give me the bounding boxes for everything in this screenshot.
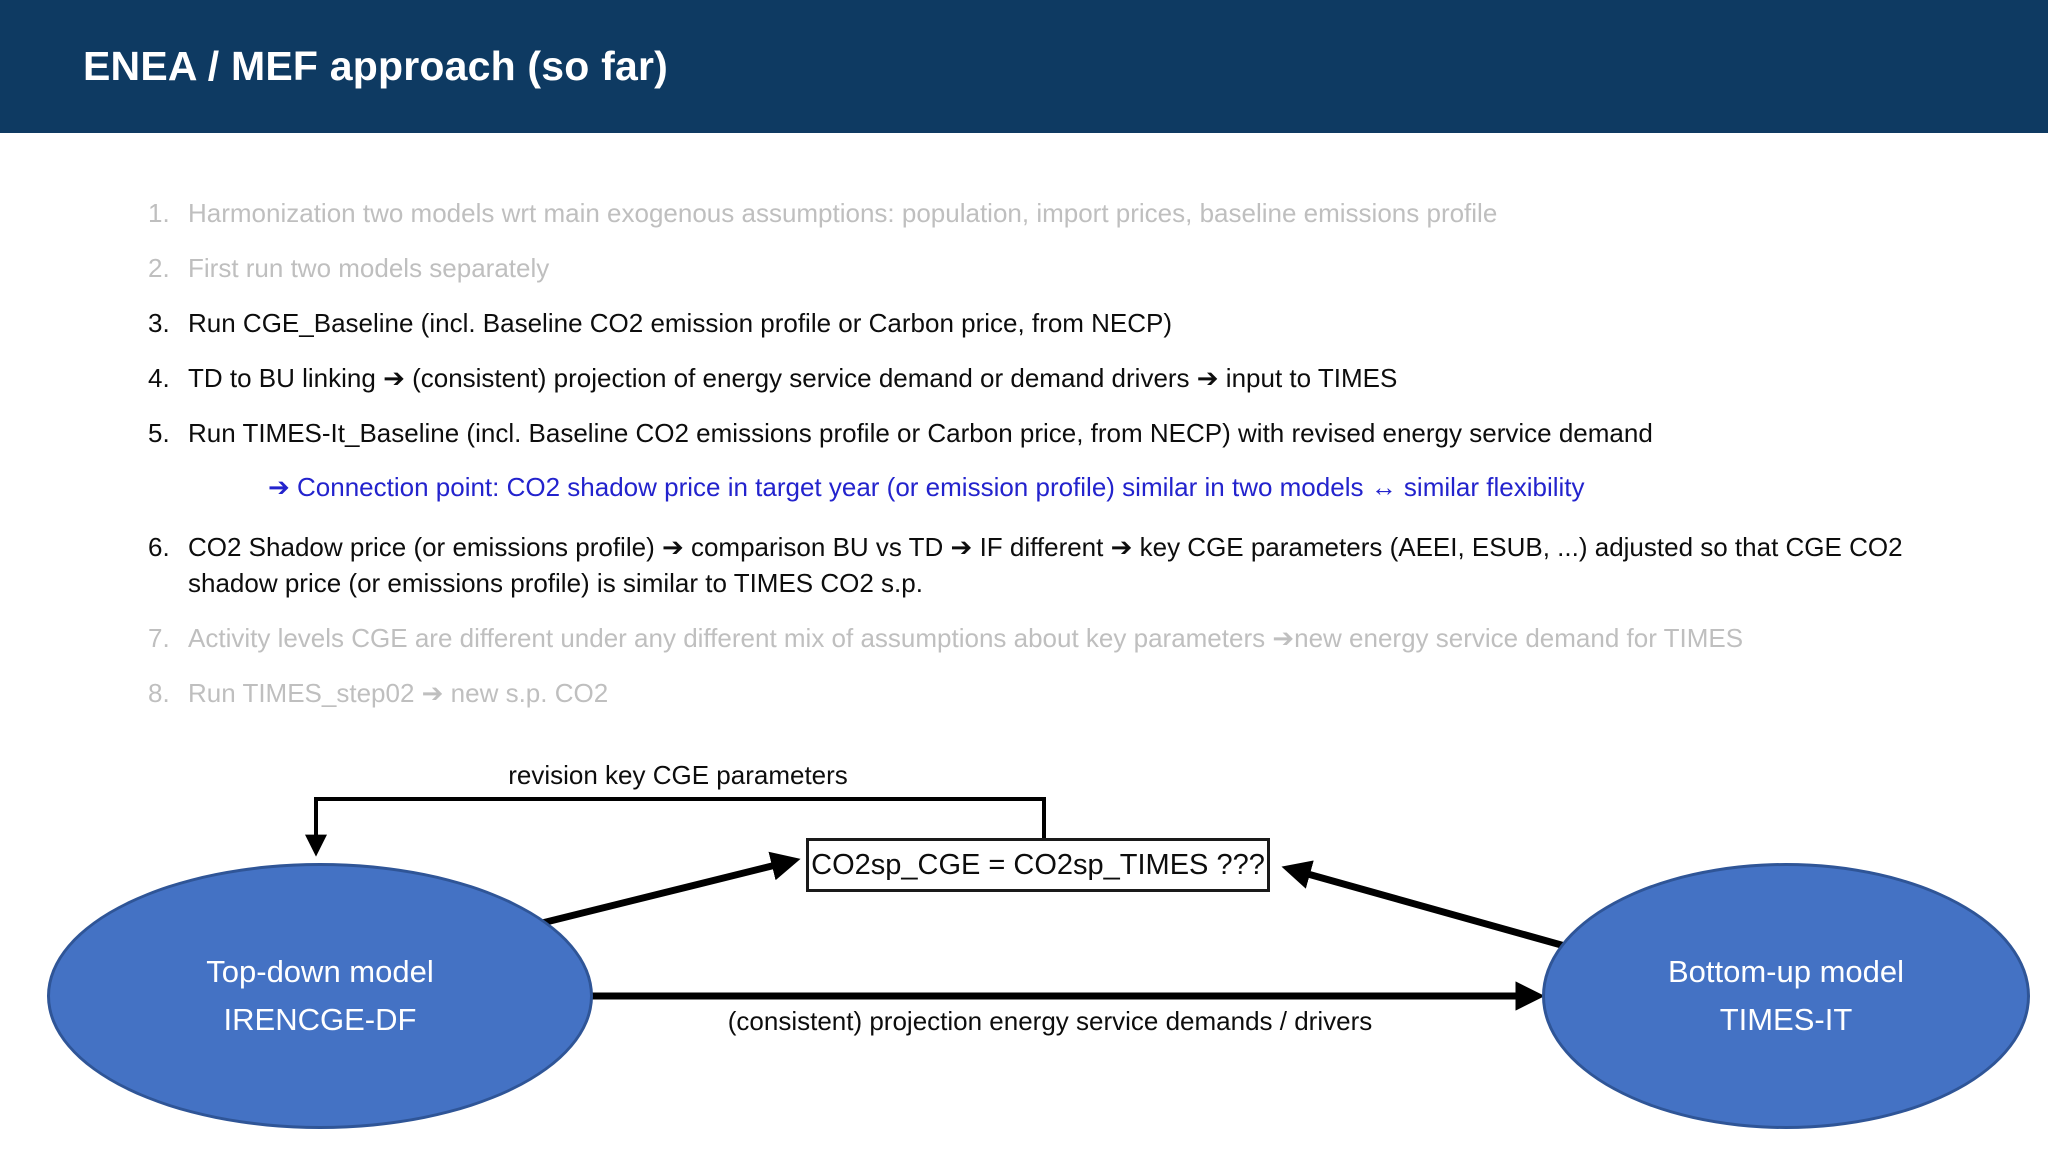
topdown-ellipse: Top-down model IRENCGE-DF [47, 863, 593, 1129]
topdown-ellipse-line2: IRENCGE-DF [223, 1002, 417, 1037]
step-number: 3. [148, 307, 170, 338]
step-text: Harmonization two models wrt main exogen… [188, 198, 1498, 228]
slide-header: ENEA / MEF approach (so far) [0, 0, 2048, 133]
list-item-8: 8. Run TIMES_step02 ➔ new s.p. CO2 [148, 676, 1938, 712]
step-number: 8. [148, 677, 170, 708]
connection-point-note: ➔ Connection point: CO2 shadow price in … [268, 472, 1585, 503]
topdown-ellipse-line1: Top-down model [206, 953, 434, 989]
bottomup-ellipse: Bottom-up model TIMES-IT [1542, 863, 2030, 1129]
list-item-3: 3. Run CGE_Baseline (incl. Baseline CO2 … [148, 306, 1938, 342]
page-title: ENEA / MEF approach (so far) [83, 43, 668, 89]
list-item-4: 4. TD to BU linking ➔ (consistent) proje… [148, 361, 1938, 397]
bottomup-ellipse-line1: Bottom-up model [1667, 953, 1905, 989]
comparison-box: CO2sp_CGE = CO2sp_TIMES ??? [806, 838, 1270, 892]
bottomup-ellipse-line2: TIMES-IT [1719, 1002, 1853, 1037]
step-text: First run two models separately [188, 252, 550, 283]
list-item-6: 6. CO2 Shadow price (or emissions profil… [148, 530, 1938, 602]
step-number: 4. [148, 362, 170, 393]
steps-list: 1. Harmonization two models wrt main exo… [148, 196, 1938, 731]
revision-feedback-arrow [305, 797, 1046, 857]
list-item-2: 2. First run two models separately [148, 251, 1938, 287]
revision-label: revision key CGE parameters [508, 760, 848, 790]
step-text: Run TIMES-It_Baseline (incl. Baseline CO… [188, 417, 1653, 448]
step-number: 7. [148, 623, 170, 653]
step-text: CO2 Shadow price (or emissions profile) … [188, 532, 1903, 599]
step-number: 2. [148, 252, 170, 283]
times-to-box-arrow [1281, 860, 1573, 952]
cge-to-box-arrow [529, 851, 801, 930]
step-number: 1. [148, 198, 170, 228]
demand-flow-label: (consistent) projection energy service d… [727, 1006, 1373, 1036]
step-text: Activity levels CGE are different under … [188, 623, 1744, 653]
step-number: 5. [148, 417, 170, 448]
step-text: Run TIMES_step02 ➔ new s.p. CO2 [188, 677, 609, 708]
list-item-7: 7. Activity levels CGE are different und… [148, 621, 1938, 657]
list-item-5: 5. Run TIMES-It_Baseline (incl. Baseline… [148, 416, 1938, 452]
step-text: TD to BU linking ➔ (consistent) projecti… [188, 362, 1398, 393]
step-text: Run CGE_Baseline (incl. Baseline CO2 emi… [188, 307, 1173, 338]
list-item-1: 1. Harmonization two models wrt main exo… [148, 196, 1938, 232]
step-number: 6. [148, 532, 170, 563]
